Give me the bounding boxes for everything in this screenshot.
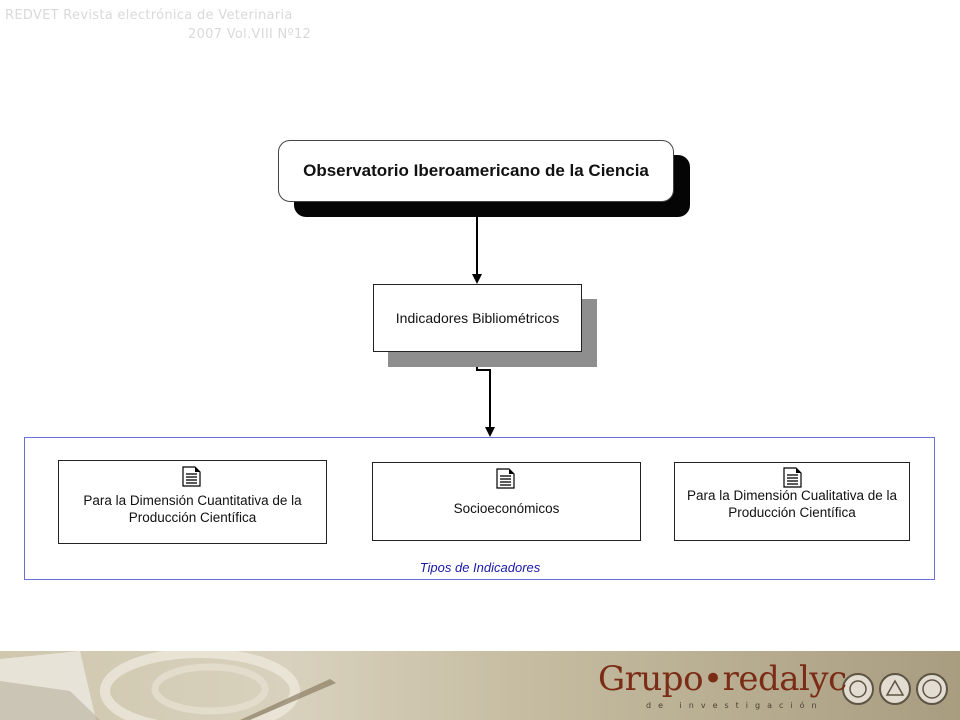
document-icon: [182, 466, 201, 487]
document-icon: [496, 468, 515, 489]
footer-banner: Grupo•redalyc de investigación: [0, 651, 960, 720]
card-socioeconomicos: Socioeconómicos: [372, 462, 641, 541]
card-cuantitativa-label: Para la Dimensión Cuantitativa de la Pro…: [83, 493, 302, 525]
laptop-keyboard: [0, 681, 100, 720]
swirl-outer: [100, 651, 300, 720]
pen-shape: [240, 679, 336, 720]
footer-background-art: [0, 651, 948, 720]
swirl-inner: [151, 663, 269, 715]
seal-3-icon: [916, 673, 948, 705]
card-cualitativa-label: Para la Dimensión Cualitativa de la Prod…: [686, 487, 898, 520]
root-node-label: Observatorio Iberoamericano de la Cienci…: [303, 161, 649, 180]
journal-issue: 2007 Vol.VIII Nº12: [188, 27, 312, 42]
biblio-node: Indicadores Bibliométricos: [373, 284, 582, 352]
indicator-types-group: [24, 437, 935, 580]
card-cuantitativa: Para la Dimensión Cuantitativa de la Pro…: [58, 460, 327, 544]
biblio-node-label: Indicadores Bibliométricos: [395, 310, 560, 326]
redalyc-logo: Grupo•redalyc: [598, 659, 847, 699]
redalyc-logo-subtitle: de investigación: [646, 701, 824, 710]
card-cualitativa: Para la Dimensión Cualitativa de la Prod…: [674, 462, 910, 541]
seal-2-icon: [879, 673, 911, 705]
document-icon: [783, 467, 802, 488]
root-node: Observatorio Iberoamericano de la Cienci…: [278, 140, 674, 202]
card-socioeconomicos-label: Socioeconómicos: [453, 501, 560, 516]
indicator-types-label: Tipos de Indicadores: [419, 560, 541, 575]
journal-title: REDVET Revista electrónica de Veterinari…: [5, 8, 293, 23]
seal-1-icon: [842, 673, 874, 705]
